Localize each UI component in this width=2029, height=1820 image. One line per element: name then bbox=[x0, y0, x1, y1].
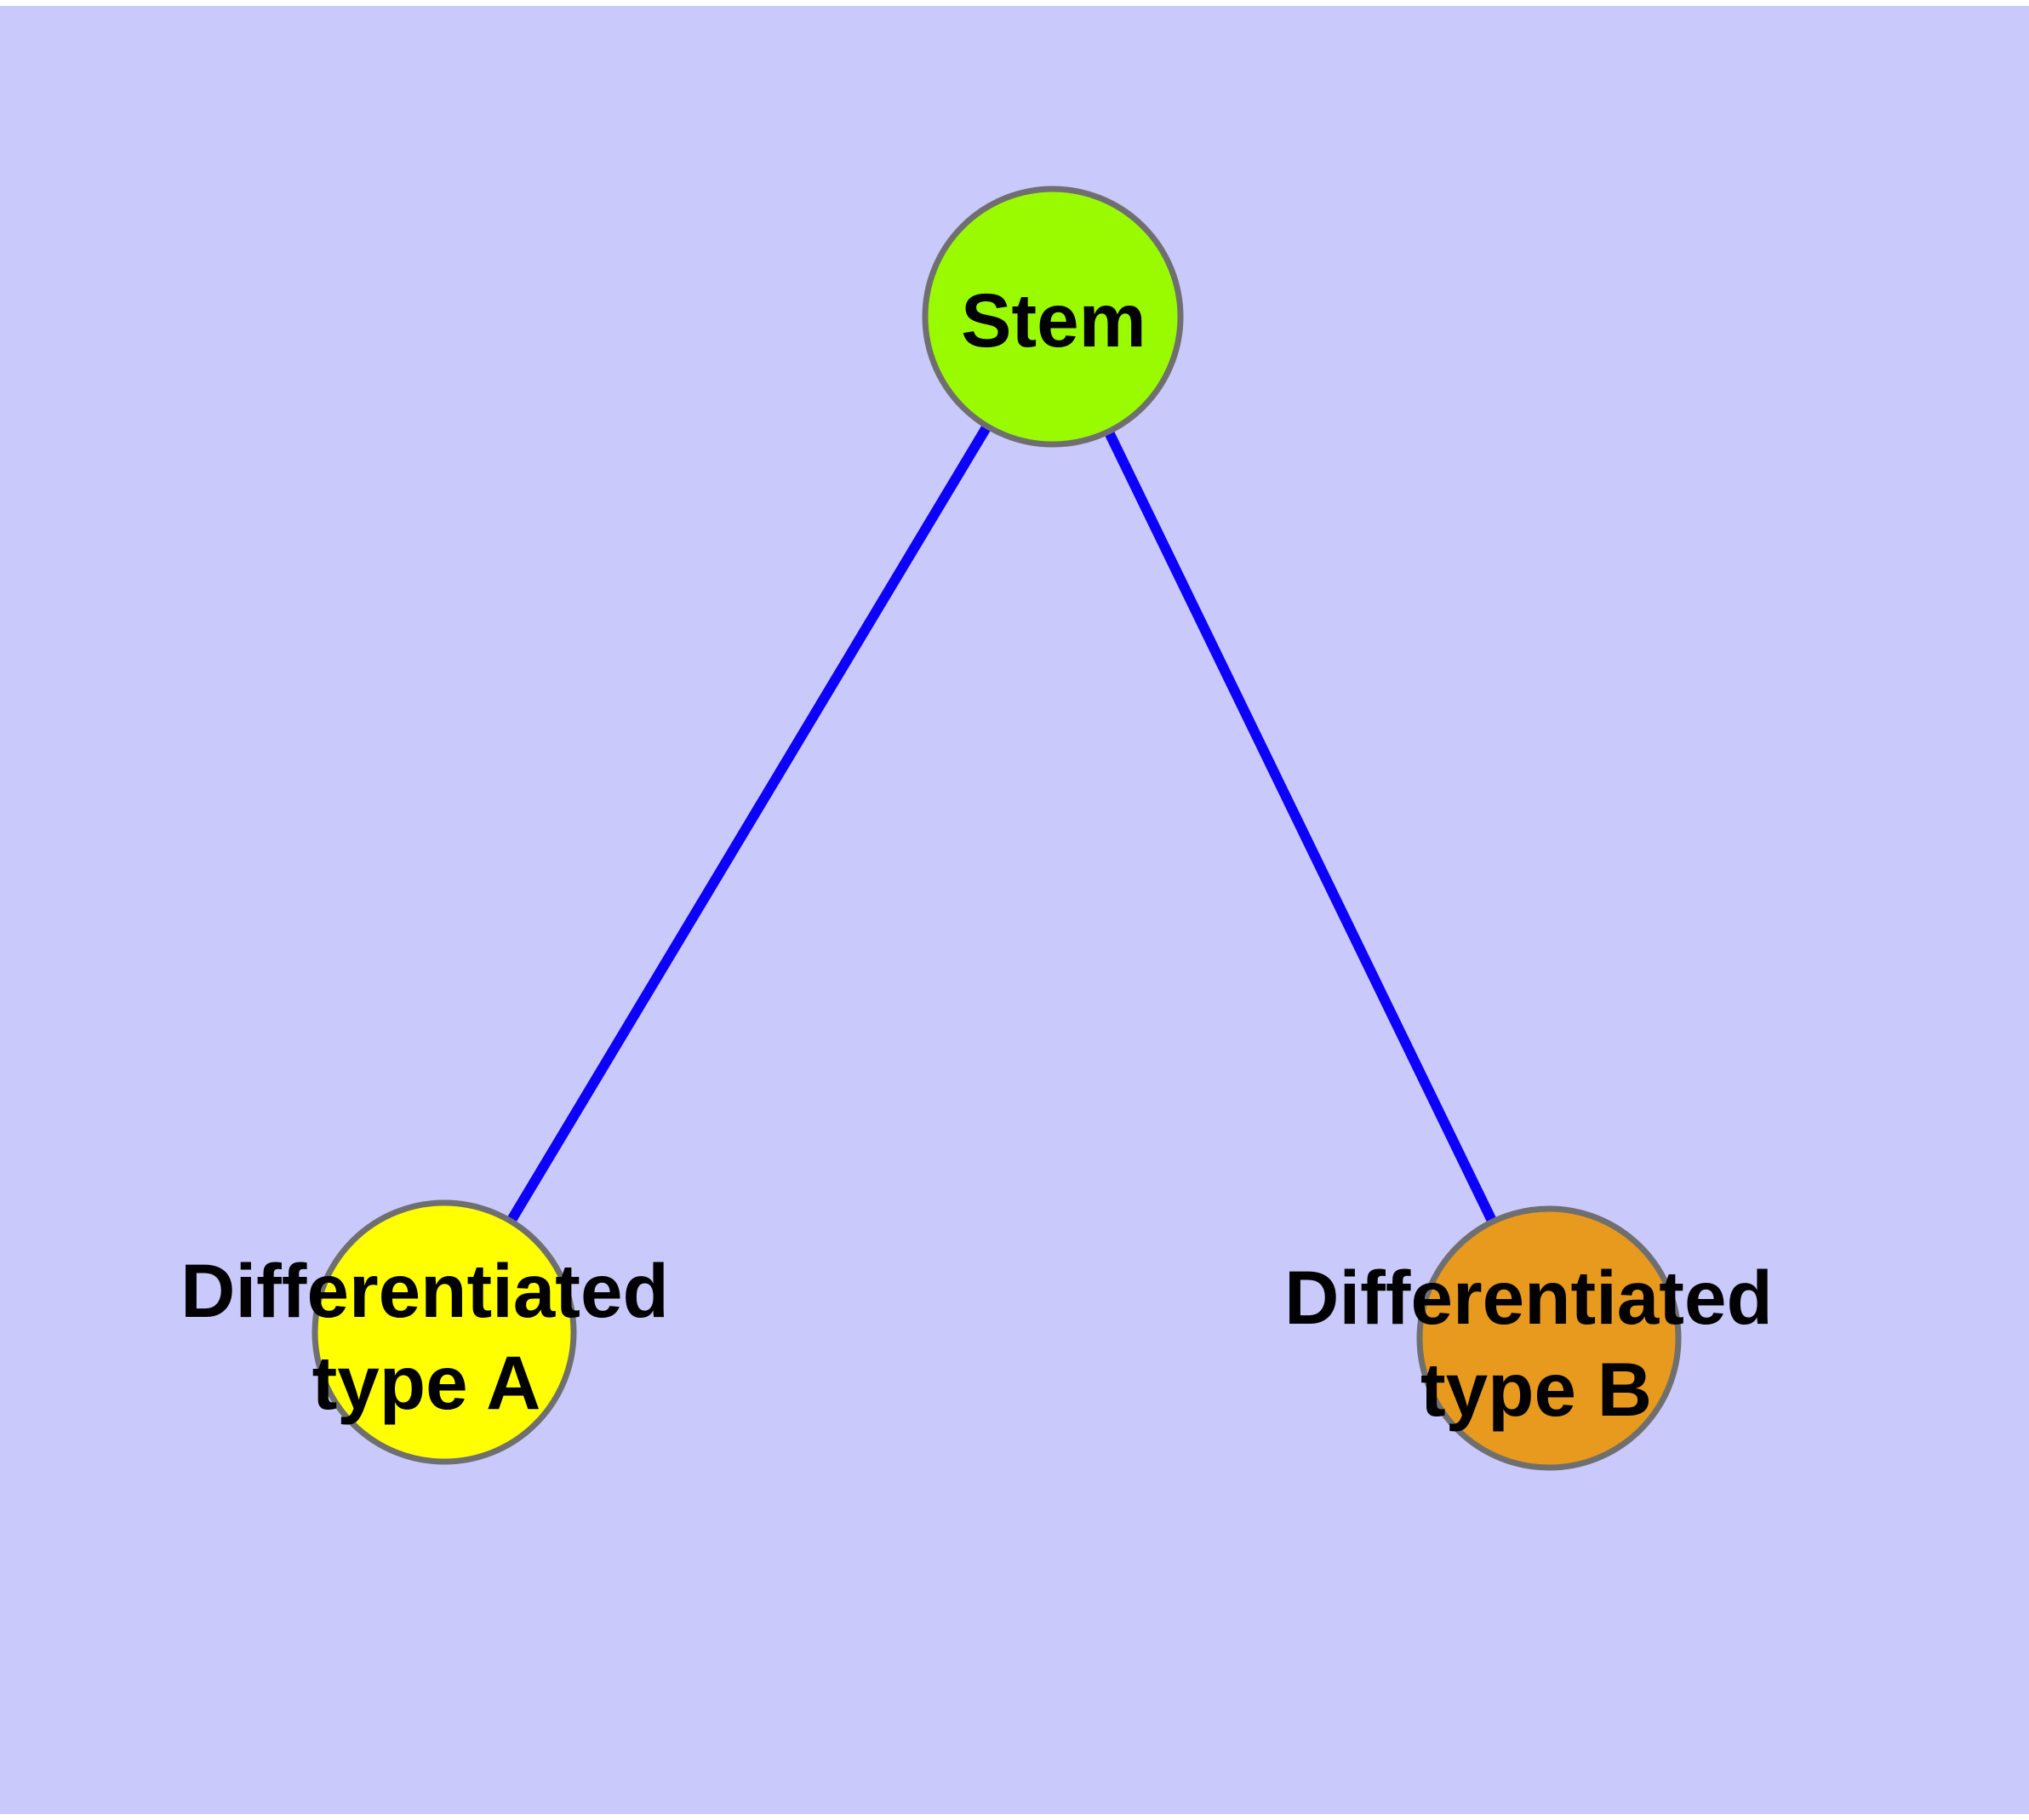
node-stem-circle bbox=[922, 186, 1184, 448]
node-type-a-label-line2: type A bbox=[312, 1340, 541, 1425]
node-type-a-label-line1: Differentiated bbox=[180, 1248, 669, 1333]
node-stem-label: Stem bbox=[961, 278, 1146, 363]
edge-stem-to-type-a bbox=[439, 313, 1058, 1336]
node-type-a-circle bbox=[311, 1199, 577, 1465]
edge-stem-to-type-b bbox=[1048, 314, 1554, 1341]
node-type-b-label-line2: type B bbox=[1420, 1347, 1652, 1432]
node-type-b-label-line1: Differentiated bbox=[1284, 1255, 1773, 1340]
node-type-b-circle bbox=[1416, 1205, 1682, 1471]
